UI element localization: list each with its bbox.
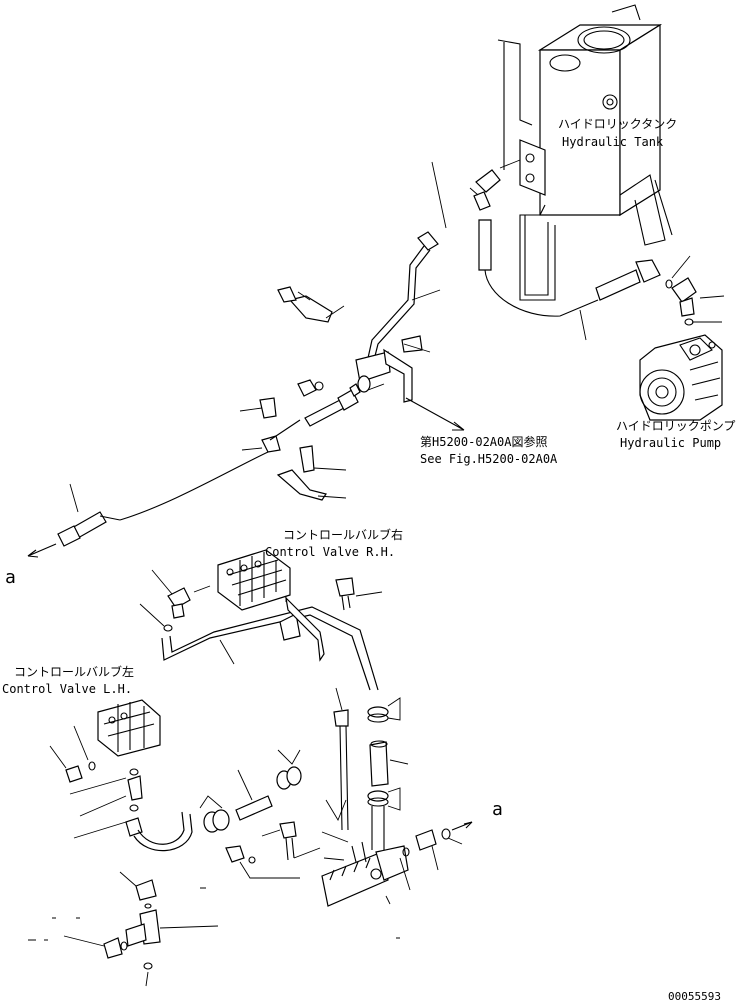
control-valve-rh-label-en: Control Valve R.H.: [265, 545, 395, 559]
lower-tube-bolt: [335, 577, 383, 611]
rh-elbow-fitting: [139, 569, 191, 632]
reference-arrow: [405, 397, 465, 431]
return-tube: [367, 231, 441, 361]
lower-tube-assembly: [161, 596, 379, 691]
suction-hose: [478, 219, 661, 341]
hydraulic-pump-label-en: Hydraulic Pump: [620, 436, 721, 450]
connector-label-left: a: [5, 567, 16, 588]
manifold-block: [321, 799, 409, 907]
drawing-number: 00055593: [668, 990, 721, 1003]
right-connector-fitting: [399, 821, 473, 891]
connector-label-right: a: [492, 799, 503, 820]
control-valve-lh: [97, 699, 161, 757]
vertical-tube-right: [333, 687, 409, 850]
relief-valve-block: [355, 335, 431, 403]
hydraulic-tank-label-jp: ハイドロリックタンク: [558, 117, 677, 131]
adapter-and-tube-mid: [304, 383, 361, 427]
hose-clamps-middle: [199, 749, 302, 833]
tube-clamp-upper: [277, 286, 345, 323]
long-drain-hose: [27, 397, 301, 558]
block-bolt-and-nut: [225, 821, 321, 879]
hydraulic-tank-label-en: Hydraulic Tank: [562, 135, 664, 149]
lower-clamp-bracket: [276, 445, 347, 501]
lh-bolt-and-ring: [49, 725, 96, 783]
tank-elbow-fitting: [473, 169, 501, 211]
pump-elbow-fitting: [665, 255, 725, 326]
leader-lines-tank: [431, 159, 521, 229]
hydraulic-pump: [639, 334, 723, 421]
reference-label-en: See Fig.H5200-02A0A: [420, 452, 558, 466]
control-valve-rh: [193, 549, 291, 611]
bottom-left-tee: [28, 871, 400, 987]
control-valve-lh-label-jp: コントロールバルブ左: [14, 664, 134, 679]
control-valve-rh-label-jp: コントロールバルブ右: [283, 527, 403, 542]
hydraulic-pump-label-jp: ハイドロリックポンプ: [616, 419, 735, 433]
lower-left-hose: [69, 768, 193, 852]
reference-label-jp: 第H5200-02A0A図参照: [420, 434, 547, 449]
nut-and-washer: [297, 379, 324, 397]
hydraulic-tank: [497, 4, 673, 301]
control-valve-lh-label-en: Control Valve L.H.: [2, 682, 132, 696]
